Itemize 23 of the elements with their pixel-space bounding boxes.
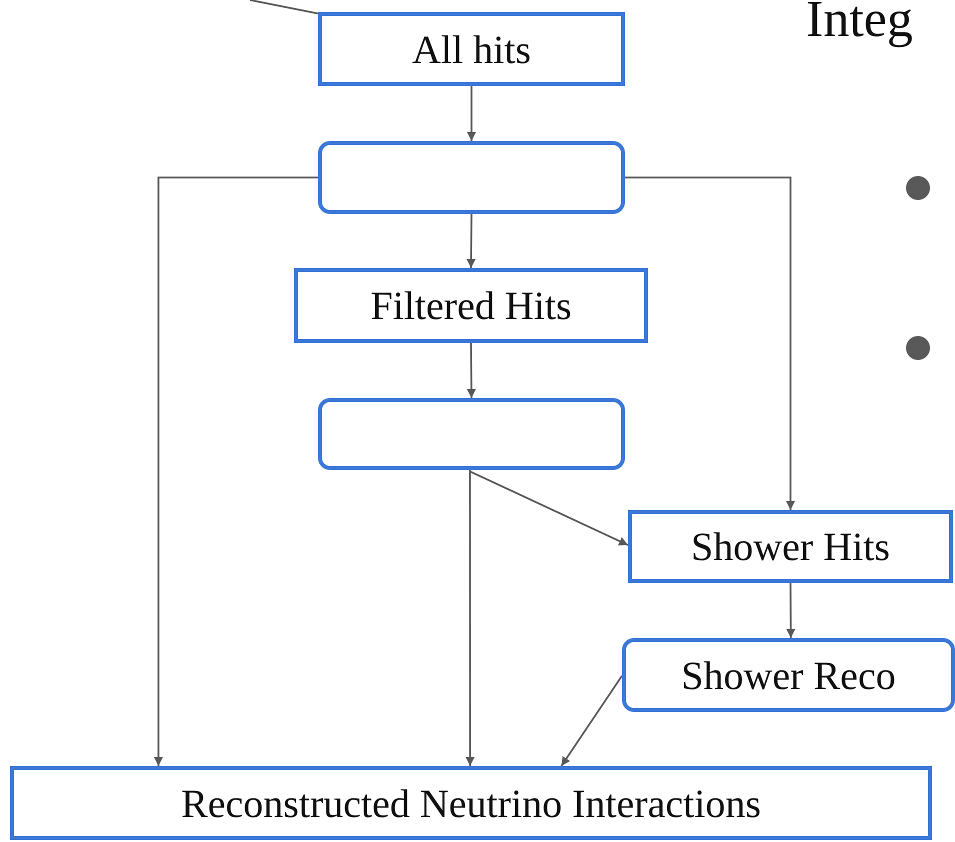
connector-line	[250, 0, 318, 14]
node-label: Shower Reco	[681, 652, 896, 698]
arrow	[470, 470, 628, 546]
arrow	[466, 470, 475, 766]
empty-rounded-box	[318, 398, 625, 470]
arrow	[466, 343, 476, 398]
node-label: All hits	[412, 26, 531, 72]
arrow	[625, 176, 795, 510]
process-box	[294, 268, 648, 343]
arrow	[560, 675, 623, 766]
empty-rounded-box	[318, 141, 625, 214]
arrow	[786, 583, 796, 638]
node-label: Filtered Hits	[370, 282, 572, 329]
process-box	[10, 766, 932, 840]
heading-text: Integ	[806, 0, 913, 46]
process-box	[318, 12, 625, 86]
node-label: Shower Hits	[691, 523, 890, 570]
rounded-process-box	[622, 638, 955, 712]
arrow	[467, 86, 476, 141]
arrow	[154, 176, 318, 766]
node-label: Reconstructed Neutrino Interactions	[181, 780, 761, 826]
process-box	[628, 510, 953, 583]
arrow	[466, 214, 476, 268]
